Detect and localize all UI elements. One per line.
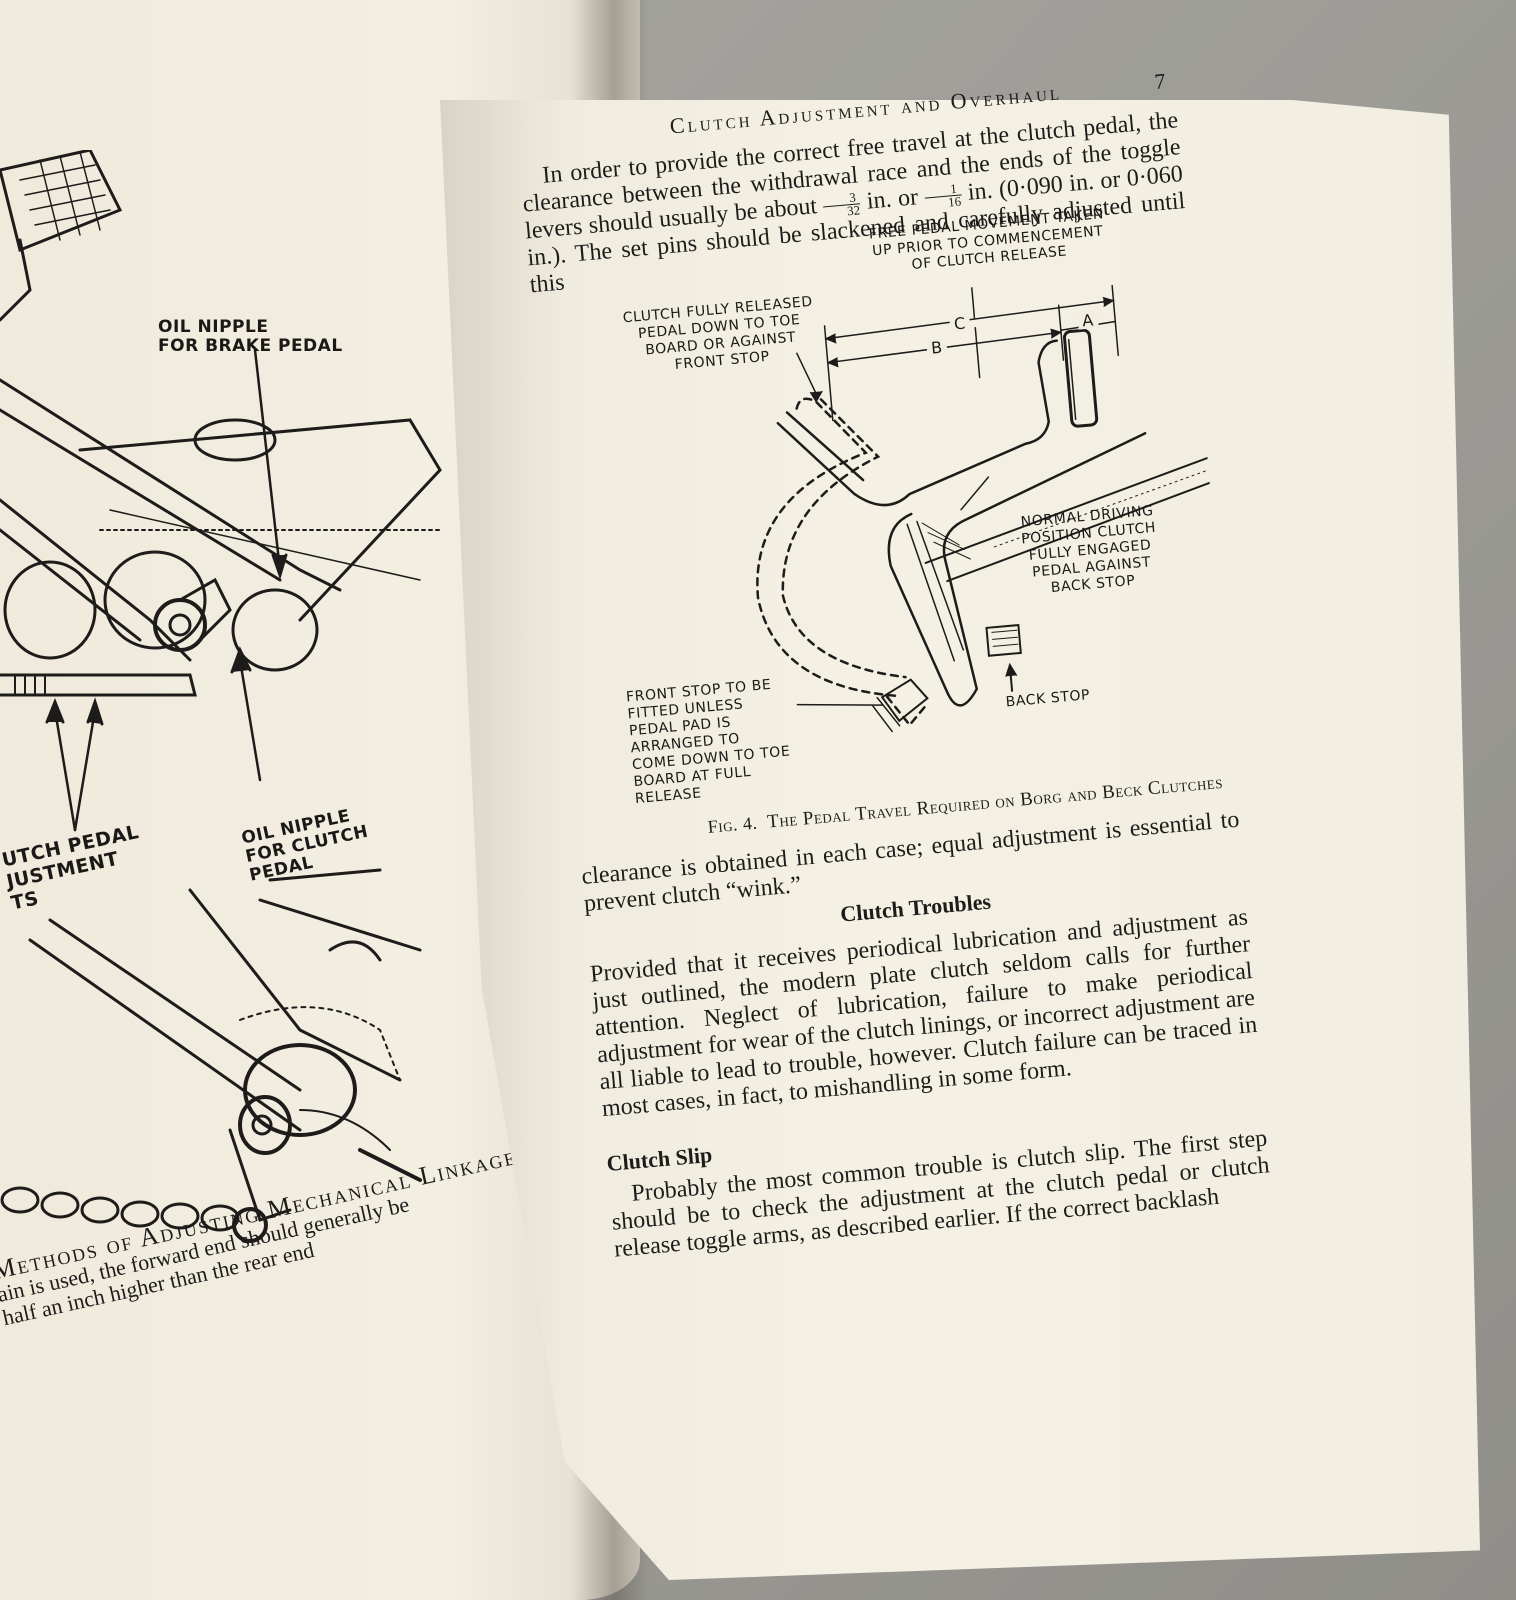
figure-4-caption-lead: Fig. 4. [706,812,759,837]
page-number: 7 [1153,68,1167,95]
dimension-label-a: A [1077,310,1099,330]
label-front-stop: FRONT STOP TO BE FITTED UNLESS PEDAL PAD… [625,676,791,808]
mechanical-linkage-illustration [0,150,442,1243]
right-page-content: Clutch Adjustment and Overhaul 7 In orde… [515,52,1346,1410]
figure-4: FREE PEDAL MOVEMENT TAKEN UP PRIOR TO CO… [587,199,1234,809]
heading-clutch-slip: Clutch Slip [605,1141,714,1176]
dimension-label-c: C [949,314,971,333]
pedal-travel-diagram [756,284,1211,733]
dimension-label-b: B [926,338,948,358]
label-oil-nipple-brake: OIL NIPPLE FOR BRAKE PEDAL [158,317,343,356]
right-page [440,100,1480,1580]
label-normal-driving-position: NORMAL DRIVING POSITION CLUTCH FULLY ENG… [1020,502,1157,597]
